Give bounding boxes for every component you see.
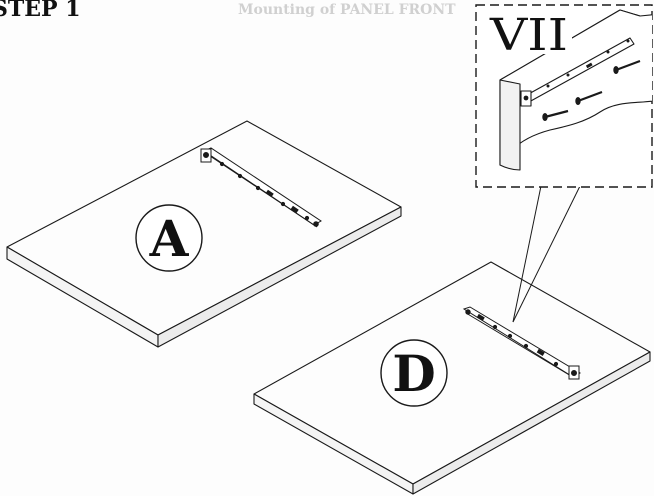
panel-a: [6, 120, 402, 348]
detail-label-backdrop: [488, 10, 572, 54]
step-label: STEP 1: [0, 0, 81, 22]
detail-screws: [542, 59, 641, 121]
panel-d-letter: D: [392, 344, 435, 403]
faint-header-text: Mounting of PANEL FRONT: [238, 2, 456, 18]
panel-a-letter: A: [149, 209, 190, 268]
rail-on-panel-d: [462, 306, 581, 380]
detail-callout: VII: [475, 4, 653, 188]
panel-a-label: A: [135, 204, 203, 272]
leader-lines: [512, 185, 581, 323]
panel-d-label: D: [380, 339, 448, 407]
panel-d: [253, 261, 651, 495]
rail-on-panel-a: [200, 147, 322, 228]
detail-label: VII: [489, 10, 568, 61]
